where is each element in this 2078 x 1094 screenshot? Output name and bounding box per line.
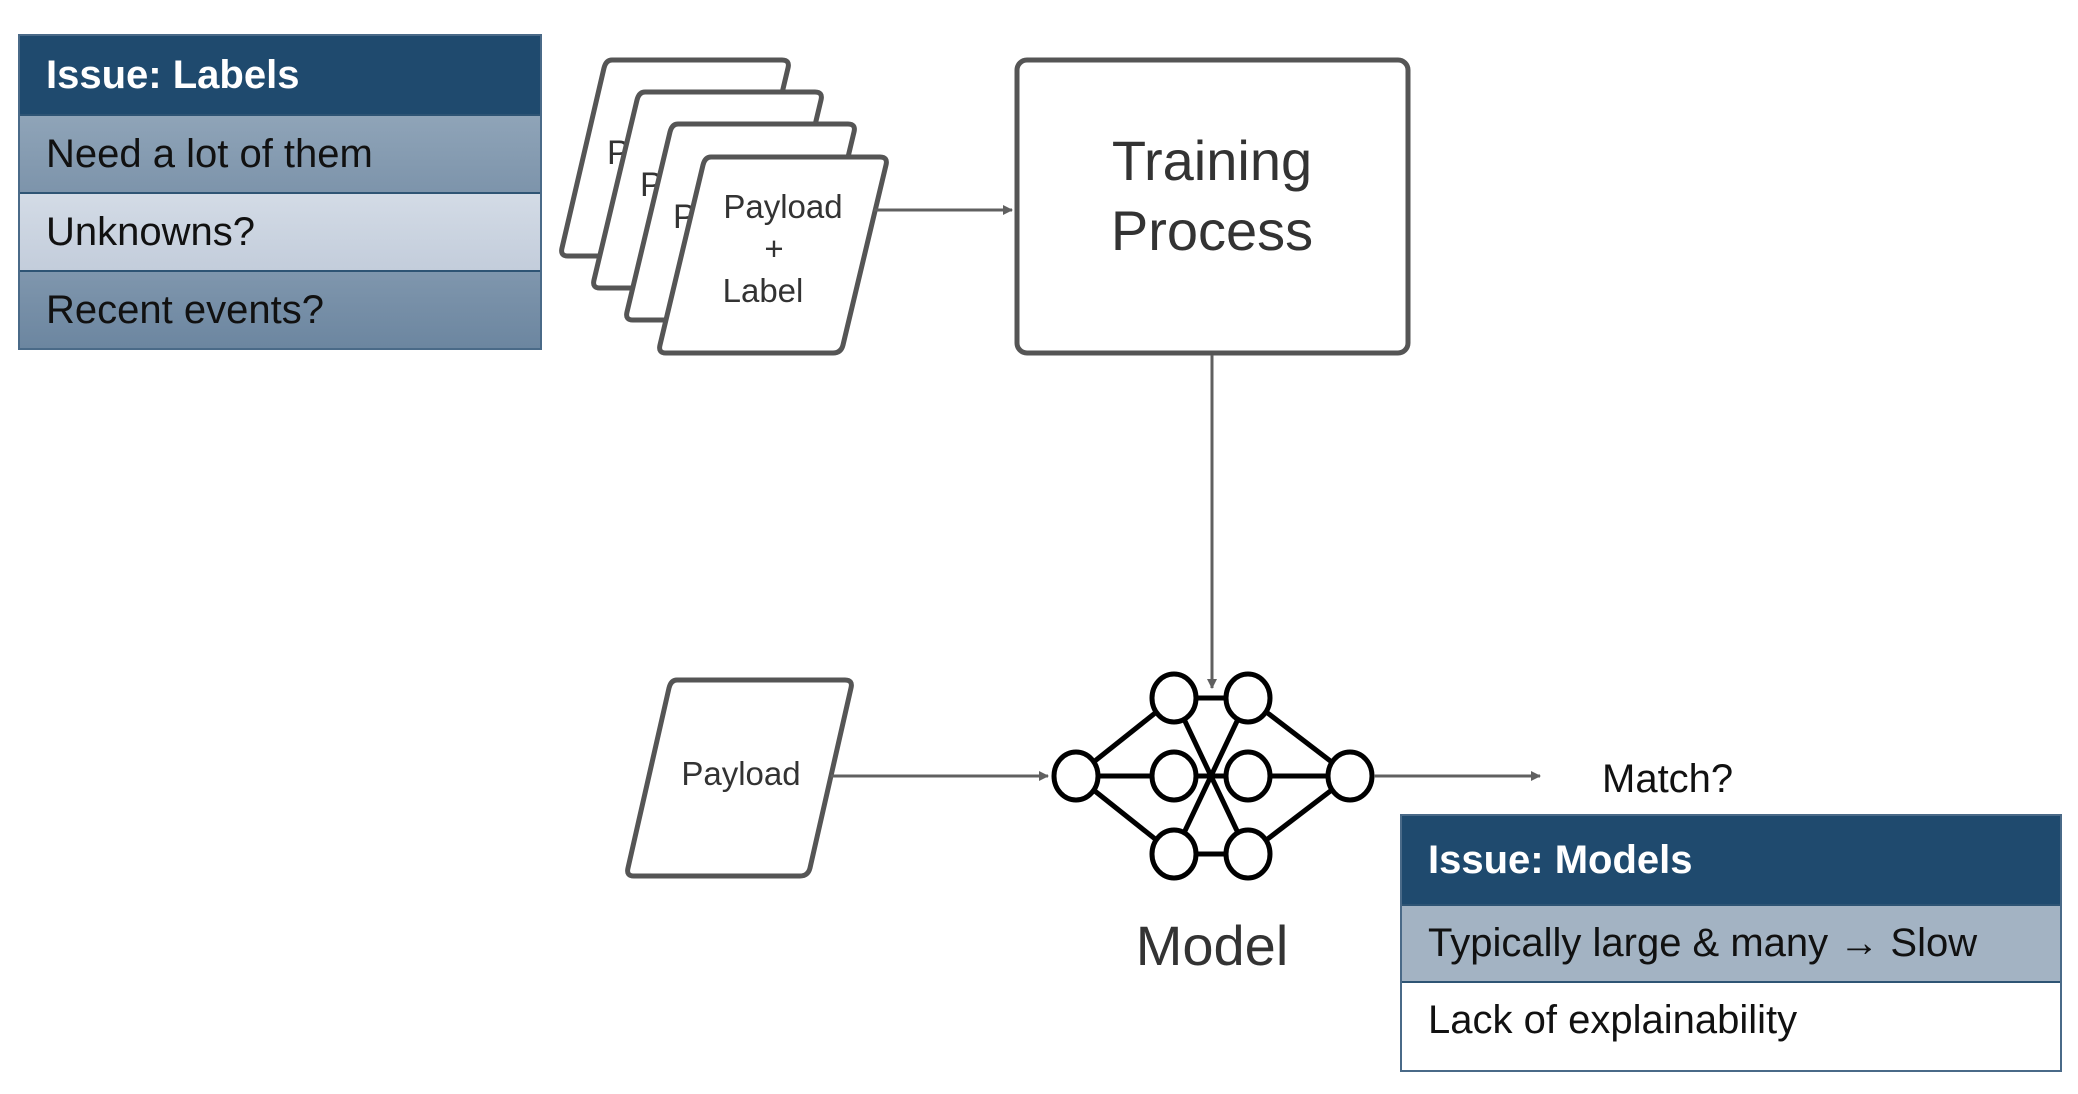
neural-network-icon — [1051, 671, 1375, 881]
issue-labels-row: Recent events? — [20, 270, 540, 348]
input-payload-card: Payload — [625, 677, 854, 879]
issue-labels-title: Issue: Labels — [20, 36, 540, 114]
issue-labels-row: Need a lot of them — [20, 114, 540, 192]
issue-labels-row: Unknowns? — [20, 192, 540, 270]
payload-label-line3: Label — [723, 272, 804, 309]
training-process-line2: Process — [1111, 199, 1313, 262]
payload-label-line2: + — [764, 230, 783, 267]
payload-label-line1: Payload — [723, 188, 842, 225]
training-process-box: Training Process — [1014, 57, 1411, 356]
issue-models-row: Lack of explainability — [1402, 981, 2060, 1058]
payload-stack: P P P Payload + Label — [559, 57, 889, 356]
issue-models-title: Issue: Models — [1402, 816, 2060, 904]
training-process-line1: Training — [1112, 129, 1312, 192]
input-payload-label: Payload — [681, 755, 800, 792]
match-label: Match? — [1602, 757, 1733, 801]
model-label: Model — [1136, 914, 1289, 977]
issue-models-row: Typically large & many → Slow — [1402, 904, 2060, 981]
issue-labels-table: Issue: Labels Need a lot of them Unknown… — [18, 34, 542, 350]
issue-models-table: Issue: Models Typically large & many → S… — [1400, 814, 2062, 1072]
stack-card-top: Payload + Label — [657, 154, 889, 356]
